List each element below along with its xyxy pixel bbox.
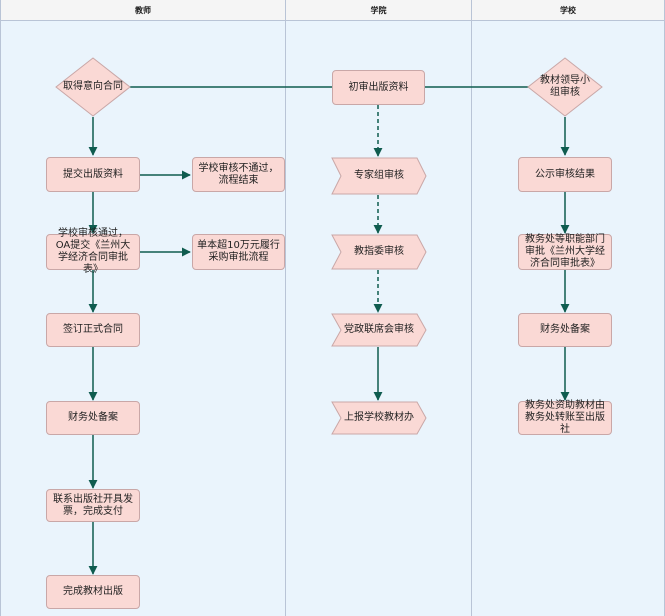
step-over-100k: 单本超10万元履行采购审批流程 [192,234,285,270]
step-complete-publish: 完成教材出版 [46,575,140,609]
step-school-review-fail: 学校审核不通过，流程结束 [192,157,285,192]
step-teaching-committee-review-label: 教指委审核 [354,246,404,257]
step-report-textbook-office: 上报学校教材办 [331,401,427,435]
step-academic-affairs-approval: 教务处等职能部门审批《兰州大学经济合同审批表》 [518,234,612,270]
step-school-review-pass: 学校审核通过，OA提交《兰州大学经济合同审批表》 [46,228,140,275]
decision-leading-group-review-label: 教材领导小组审核 [540,75,590,98]
lane-college: 学院 [286,0,472,616]
decision-intent-contract: 取得意向合同 [55,57,131,117]
step-publicize-results: 公示审核结果 [518,157,612,192]
lane-header-college: 学院 [286,0,471,21]
step-expert-review-label: 专家组审核 [354,170,404,181]
lane-header-school: 学校 [472,0,664,21]
lane-header-teacher: 教师 [1,0,285,21]
step-finance-record-teacher: 财务处备案 [46,401,140,435]
step-party-joint-review: 党政联席会审核 [331,313,427,347]
step-finance-record-school: 财务处备案 [518,313,612,347]
step-teaching-committee-review: 教指委审核 [331,234,427,270]
decision-leading-group-review: 教材领导小组审核 [527,57,603,117]
step-report-textbook-office-label: 上报学校教材办 [344,412,414,423]
step-preliminary-review: 初审出版资料 [332,70,425,105]
step-expert-review: 专家组审核 [331,157,427,195]
step-submit-materials: 提交出版资料 [46,157,140,192]
decision-intent-contract-label: 取得意向合同 [63,81,123,92]
step-fund-transfer: 教务处资助教材由教务处转账至出版社 [518,400,612,435]
step-sign-contract: 签订正式合同 [46,313,140,347]
step-party-joint-review-label: 党政联席会审核 [344,324,414,335]
step-contact-publisher: 联系出版社开具发票，完成支付 [46,489,140,522]
